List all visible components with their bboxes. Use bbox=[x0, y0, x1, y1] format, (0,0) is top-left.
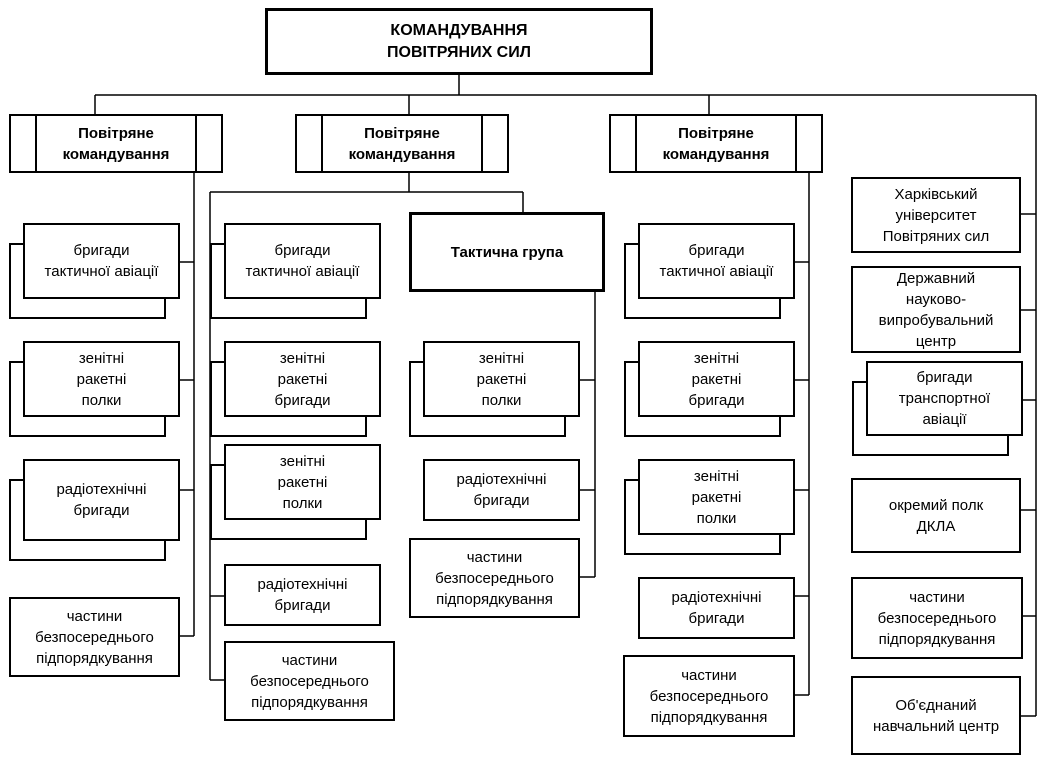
transport-aviation-brigades-box: бригади транспортної авіації bbox=[866, 361, 1023, 436]
test-center-box: Державний науково- випробувальний центр bbox=[851, 266, 1021, 353]
c2-direct-subordination-units: частини безпосереднього підпорядкування bbox=[224, 641, 395, 721]
c2-sam-regiments: зенітні ракетні полки bbox=[224, 444, 381, 520]
tg-direct-subordination-units: частини безпосереднього підпорядкування bbox=[409, 538, 580, 618]
joint-training-center-box: Об'єднаний навчальний центр bbox=[851, 676, 1021, 755]
c1-radiotechnical-brigades: радіотехнічні бригади bbox=[23, 459, 180, 541]
c1-tactical-aviation-brigades: бригади тактичної авіації bbox=[23, 223, 180, 299]
c2-sam-brigades: зенітні ракетні бригади bbox=[224, 341, 381, 417]
root-command-box: КОМАНДУВАННЯ ПОВІТРЯНИХ СИЛ bbox=[265, 8, 653, 75]
c2-tactical-aviation-brigades: бригади тактичної авіації bbox=[224, 223, 381, 299]
kharkiv-university-box: Харківський університет Повітряних сил bbox=[851, 177, 1021, 253]
direct-subordination-units-box: частини безпосереднього підпорядкування bbox=[851, 577, 1023, 659]
c1-sam-regiments: зенітні ракетні полки bbox=[23, 341, 180, 417]
c3-tactical-aviation-brigades: бригади тактичної авіації bbox=[638, 223, 795, 299]
c1-direct-subordination-units: частини безпосереднього підпорядкування bbox=[9, 597, 180, 677]
c3-radiotechnical-brigades: радіотехнічні бригади bbox=[638, 577, 795, 639]
tactical-group-box: Тактична група bbox=[409, 212, 605, 292]
tg-sam-regiments: зенітні ракетні полки bbox=[423, 341, 580, 417]
c2-radiotechnical-brigades: радіотехнічні бригади bbox=[224, 564, 381, 626]
air-command-1-label: Повітряне командування bbox=[35, 114, 197, 173]
c3-sam-brigades: зенітні ракетні бригади bbox=[638, 341, 795, 417]
air-command-2: Повітряне командування bbox=[295, 114, 509, 173]
c3-sam-regiments: зенітні ракетні полки bbox=[638, 459, 795, 535]
air-command-2-label: Повітряне командування bbox=[321, 114, 483, 173]
uav-regiment-box: окремий полк ДКЛА bbox=[851, 478, 1021, 553]
air-command-1: Повітряне командування bbox=[9, 114, 223, 173]
tg-radiotechnical-brigades: радіотехнічні бригади bbox=[423, 459, 580, 521]
c3-direct-subordination-units: частини безпосереднього підпорядкування bbox=[623, 655, 795, 737]
air-command-3: Повітряне командування bbox=[609, 114, 823, 173]
air-command-3-label: Повітряне командування bbox=[635, 114, 797, 173]
